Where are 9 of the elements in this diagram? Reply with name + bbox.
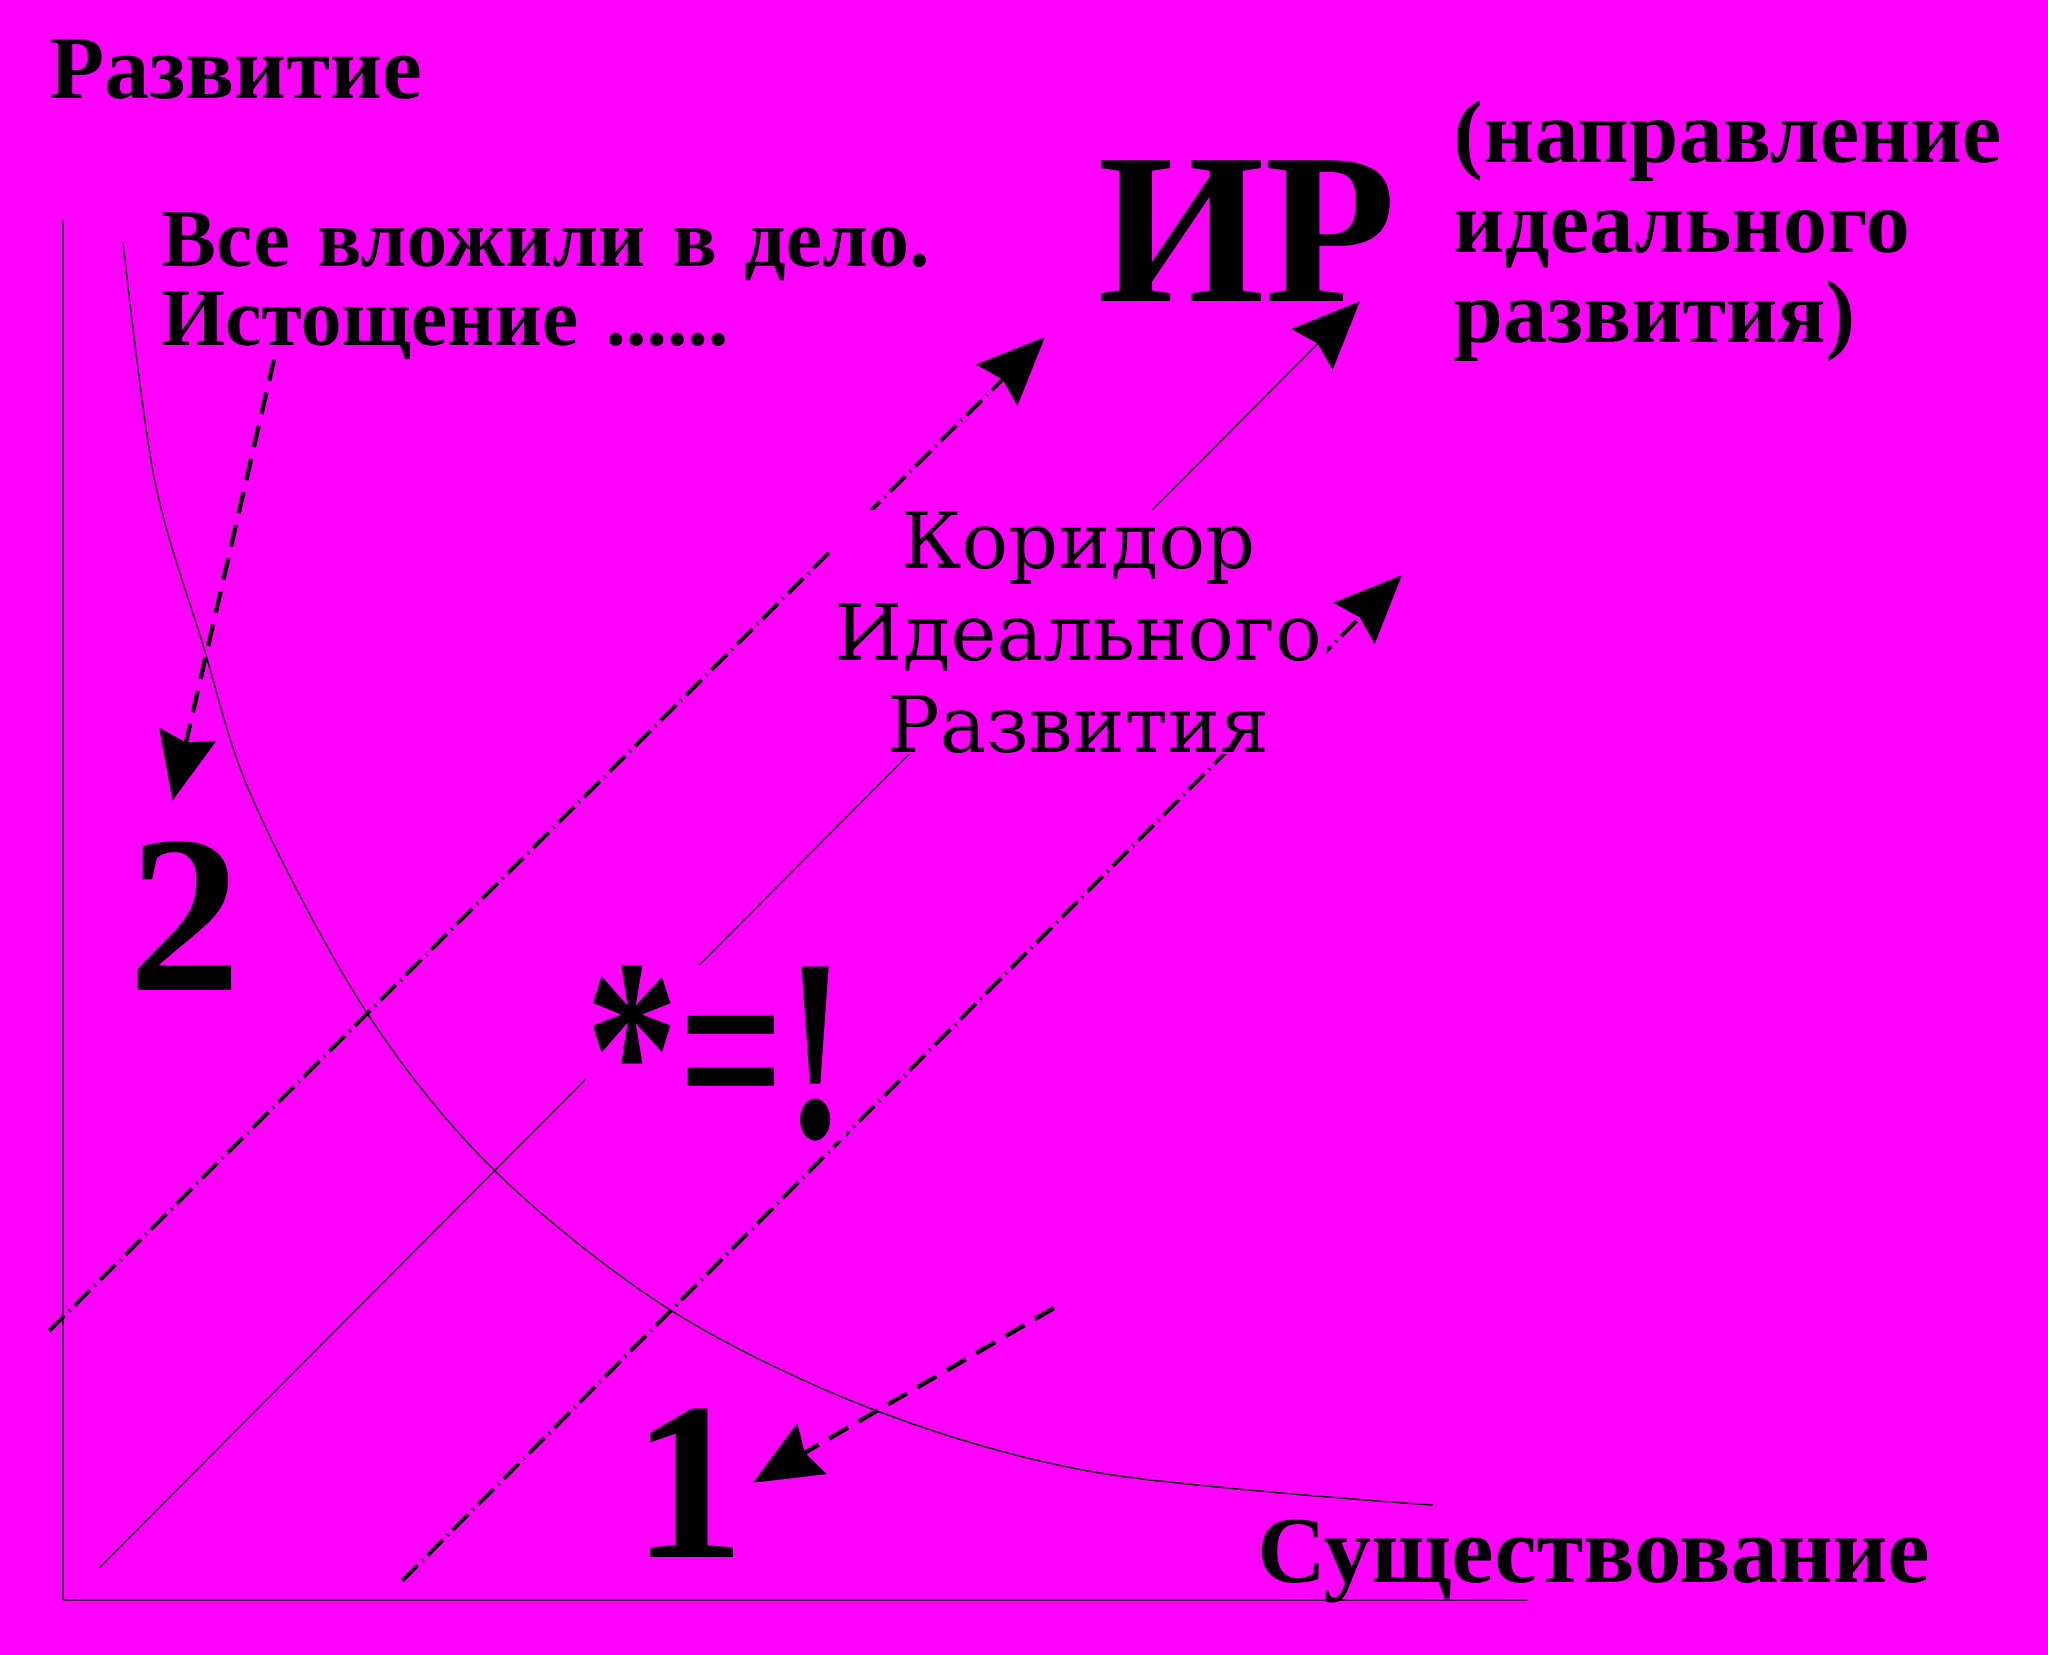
region-label: Коридор Идеального Развития [829, 510, 1327, 754]
callout-number: 1 [650, 1408, 734, 1557]
symbol-label: *=! [585, 965, 847, 1141]
axis-label: Развитие [50, 39, 420, 99]
annotation-text: Все вложили в дело. Истощение ...... [162, 212, 926, 360]
axis-label: Существование [1261, 1519, 1928, 1603]
callout-number: 2 [137, 841, 232, 990]
caption-text: (направление идеального развития) [1454, 100, 1999, 361]
abbreviation-text: ИР [1100, 160, 1390, 301]
